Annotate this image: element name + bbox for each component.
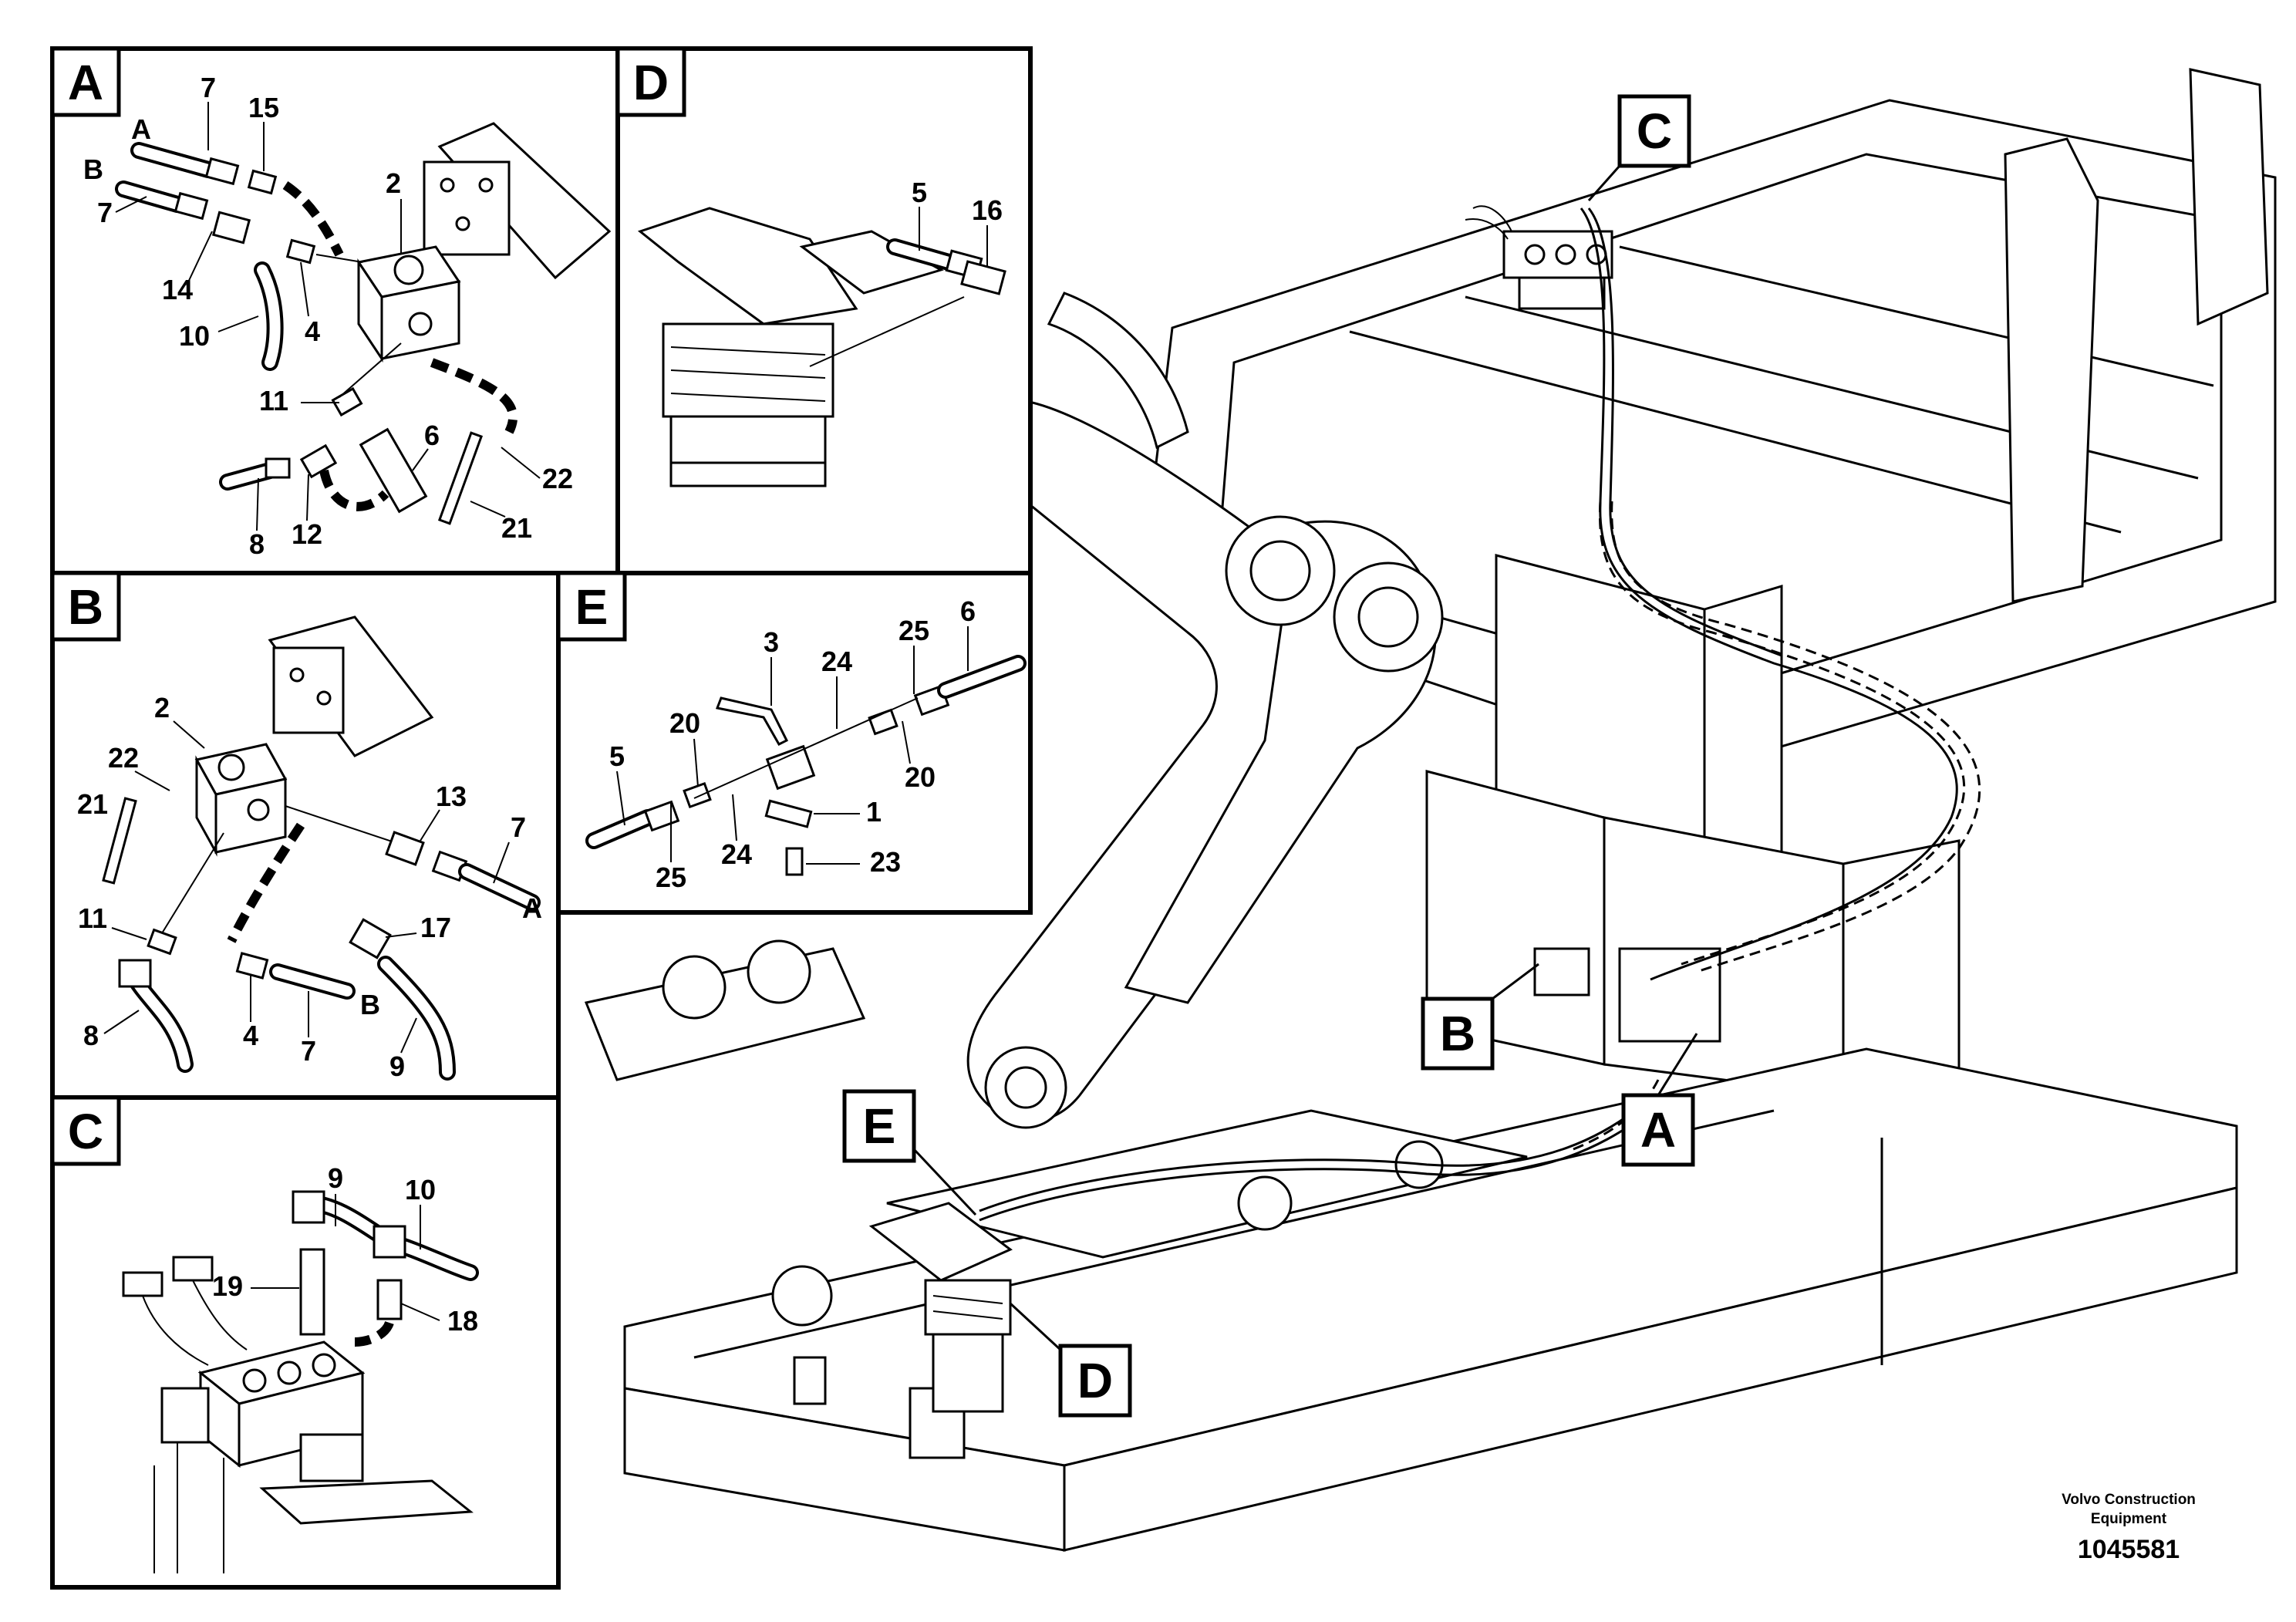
svg-text:20: 20 — [905, 761, 936, 793]
svg-text:A: A — [131, 113, 151, 145]
company-name-line2: Equipment — [2091, 1511, 2167, 1527]
svg-text:13: 13 — [436, 781, 467, 812]
main-callout-b: B — [1421, 963, 1539, 1071]
footer-block: Volvo Construction Equipment 1045581 — [2062, 1492, 2196, 1564]
svg-text:7: 7 — [301, 1035, 316, 1067]
svg-text:24: 24 — [721, 838, 752, 870]
detail-view-b: B 2 22 21 13 7 A — [50, 571, 561, 1100]
svg-text:10: 10 — [405, 1174, 436, 1206]
main-callout-a: A — [1621, 1033, 1698, 1167]
svg-text:C: C — [68, 1104, 103, 1159]
detail-view-a: A — [50, 46, 620, 575]
svg-text:15: 15 — [248, 92, 279, 123]
svg-text:9: 9 — [328, 1162, 343, 1194]
company-name-line1: Volvo Construction — [2062, 1492, 2196, 1508]
main-callout-e: E — [842, 1089, 977, 1216]
svg-text:18: 18 — [447, 1305, 478, 1337]
svg-text:8: 8 — [83, 1020, 99, 1051]
svg-text:25: 25 — [899, 615, 929, 646]
svg-text:17: 17 — [420, 912, 451, 943]
svg-text:21: 21 — [501, 512, 532, 544]
detail-view-e: E 3 24 25 6 5 20 20 1 25 24 23 — [556, 571, 1033, 915]
svg-text:25: 25 — [656, 862, 686, 893]
svg-text:20: 20 — [669, 707, 700, 739]
svg-text:B: B — [68, 579, 103, 635]
main-callout-d: D — [1009, 1302, 1132, 1418]
svg-text:21: 21 — [77, 788, 108, 820]
svg-text:E: E — [575, 579, 609, 635]
main-assembly-drawing — [584, 68, 2277, 1552]
svg-text:9: 9 — [389, 1050, 405, 1082]
svg-text:A: A — [68, 55, 103, 110]
svg-text:5: 5 — [609, 740, 625, 772]
svg-text:11: 11 — [78, 902, 107, 934]
svg-text:19: 19 — [212, 1270, 243, 1302]
svg-text:14: 14 — [162, 274, 193, 305]
svg-text:2: 2 — [386, 167, 401, 199]
svg-text:2: 2 — [154, 692, 170, 723]
svg-text:16: 16 — [972, 194, 1003, 226]
svg-text:A: A — [1640, 1102, 1676, 1158]
svg-text:10: 10 — [179, 320, 210, 352]
svg-text:7: 7 — [201, 72, 216, 103]
svg-text:C: C — [1637, 103, 1672, 159]
svg-text:6: 6 — [960, 595, 976, 627]
svg-text:4: 4 — [305, 315, 320, 347]
svg-text:22: 22 — [108, 742, 139, 774]
svg-text:22: 22 — [542, 463, 573, 494]
svg-text:24: 24 — [821, 646, 852, 677]
drawing-number: 1045581 — [2078, 1535, 2180, 1564]
svg-text:11: 11 — [259, 385, 288, 416]
svg-text:3: 3 — [764, 626, 779, 658]
svg-text:5: 5 — [912, 177, 927, 208]
svg-text:D: D — [1077, 1353, 1113, 1408]
detail-view-c: C 9 10 19 18 — [50, 1095, 561, 1590]
svg-text:4: 4 — [243, 1020, 258, 1051]
svg-text:B: B — [360, 989, 380, 1020]
svg-text:B: B — [83, 153, 103, 185]
svg-text:12: 12 — [292, 518, 322, 550]
detail-view-d: D 5 16 — [615, 46, 1033, 575]
svg-text:E: E — [863, 1098, 896, 1154]
svg-text:7: 7 — [97, 197, 113, 228]
svg-text:A: A — [522, 892, 542, 924]
svg-text:6: 6 — [424, 420, 440, 451]
svg-text:23: 23 — [870, 846, 901, 878]
main-callout-c: C — [1587, 94, 1691, 201]
svg-text:8: 8 — [249, 528, 265, 560]
svg-text:B: B — [1440, 1006, 1475, 1061]
svg-text:D: D — [633, 55, 669, 110]
svg-text:1: 1 — [866, 796, 882, 828]
svg-text:7: 7 — [511, 811, 526, 843]
